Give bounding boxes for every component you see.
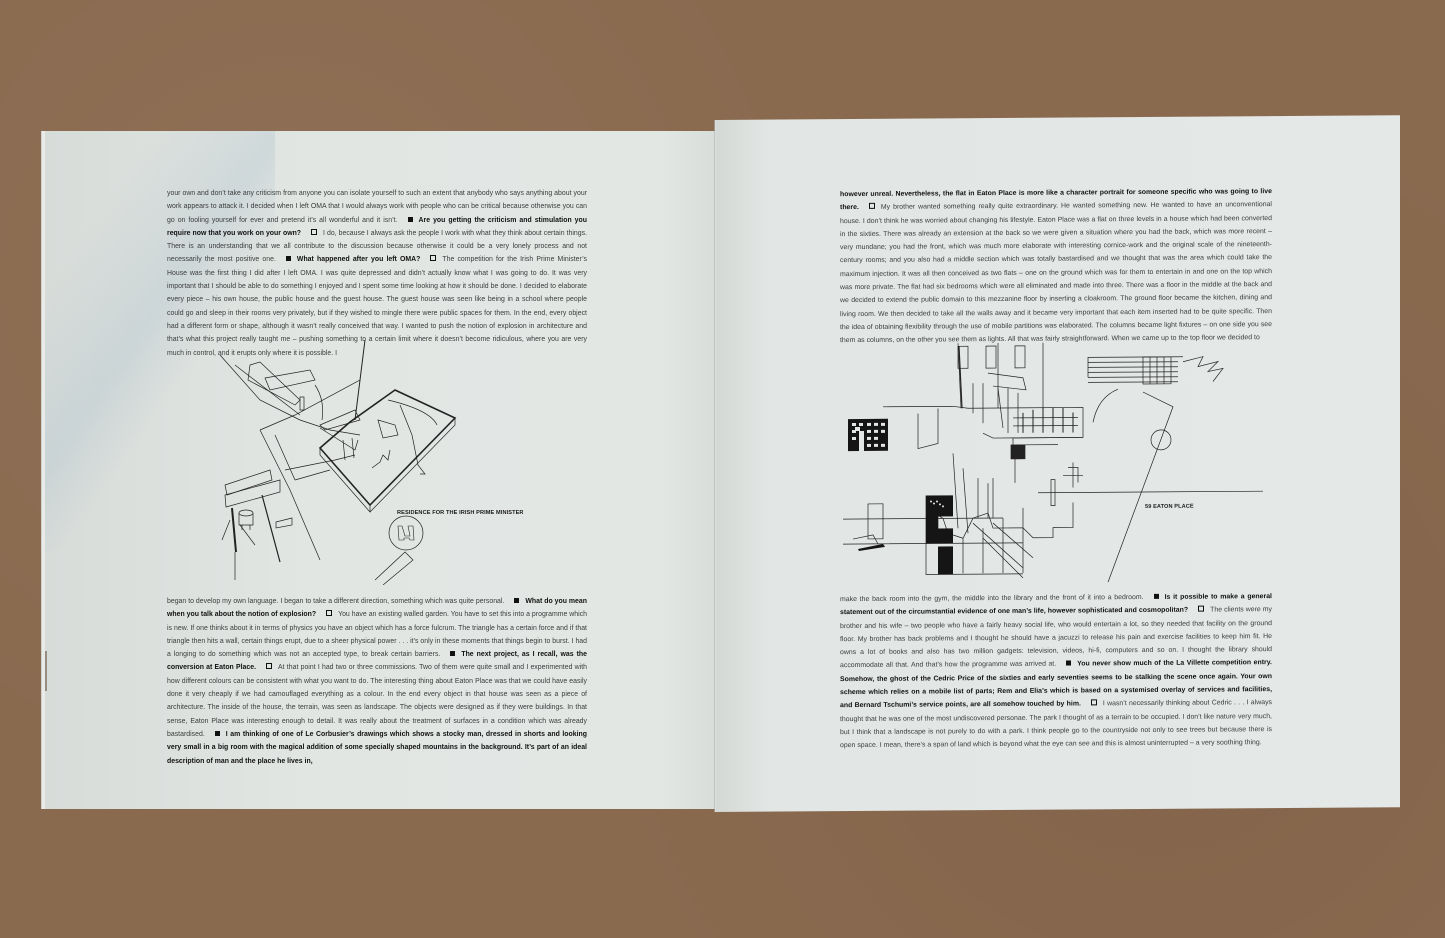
interview-question: I am thinking of one of Le Corbusier’s d…: [167, 730, 587, 765]
question-marker-icon: [514, 598, 520, 603]
interview-question: What do you mean when you talk about the…: [167, 598, 587, 619]
question-marker-icon: [1153, 593, 1159, 599]
question-marker-icon: [285, 256, 291, 262]
answer-marker-icon: [1198, 605, 1205, 612]
left-paragraph-2: began to develop my own language. I bega…: [167, 595, 587, 768]
answer-marker-icon: [868, 203, 875, 210]
question-marker-icon: [407, 216, 413, 222]
answer-marker-icon: [430, 255, 437, 262]
question-marker-icon: [1066, 660, 1072, 667]
interview-question: What happened after you left OMA?: [296, 256, 421, 264]
interview-answer: your own and don’t take any criticism fr…: [167, 190, 587, 224]
eaton-place-drawing: [843, 342, 1263, 583]
interview-answer: My brother wanted something really quite…: [840, 201, 1272, 345]
interview-answer: At that point I had two or three commiss…: [167, 664, 587, 738]
left-paragraph-1: your own and don’t take any criticism fr…: [167, 187, 587, 360]
left-page: your own and don’t take any criticism fr…: [45, 131, 715, 809]
answer-marker-icon: [1090, 699, 1097, 706]
question-marker-icon: [214, 730, 220, 736]
answer-marker-icon: [266, 663, 273, 670]
right-page: however unreal. Nevertheless, the flat i…: [715, 115, 1400, 813]
spine-wear: [45, 651, 47, 691]
right-figure-caption: 59 EATON PLACE: [1145, 503, 1194, 510]
answer-marker-icon: [311, 228, 318, 235]
right-paragraph-2: make the back room into the gym, the mid…: [840, 590, 1272, 753]
left-figure-caption: RESIDENCE FOR THE IRISH PRIME MINISTER: [397, 510, 524, 516]
interview-answer: began to develop my own language. I bega…: [167, 598, 505, 605]
answer-marker-icon: [326, 610, 333, 617]
interview-question: The next project, as I recall, was the c…: [167, 651, 587, 672]
interview-answer: You have an existing walled garden. You …: [167, 611, 587, 659]
irish-pm-residence-drawing: [219, 340, 457, 585]
interview-answer: I do, because I always ask the people I …: [167, 229, 588, 264]
question-marker-icon: [450, 651, 456, 657]
interview-answer: The competition for the Irish Prime Mini…: [167, 256, 587, 357]
right-paragraph-1: however unreal. Nevertheless, the flat i…: [840, 185, 1272, 348]
book-gutter: [714, 120, 716, 812]
interview-answer: make the back room into the gym, the mid…: [840, 594, 1144, 604]
interview-question: Are you getting the criticism and stimul…: [167, 216, 587, 237]
